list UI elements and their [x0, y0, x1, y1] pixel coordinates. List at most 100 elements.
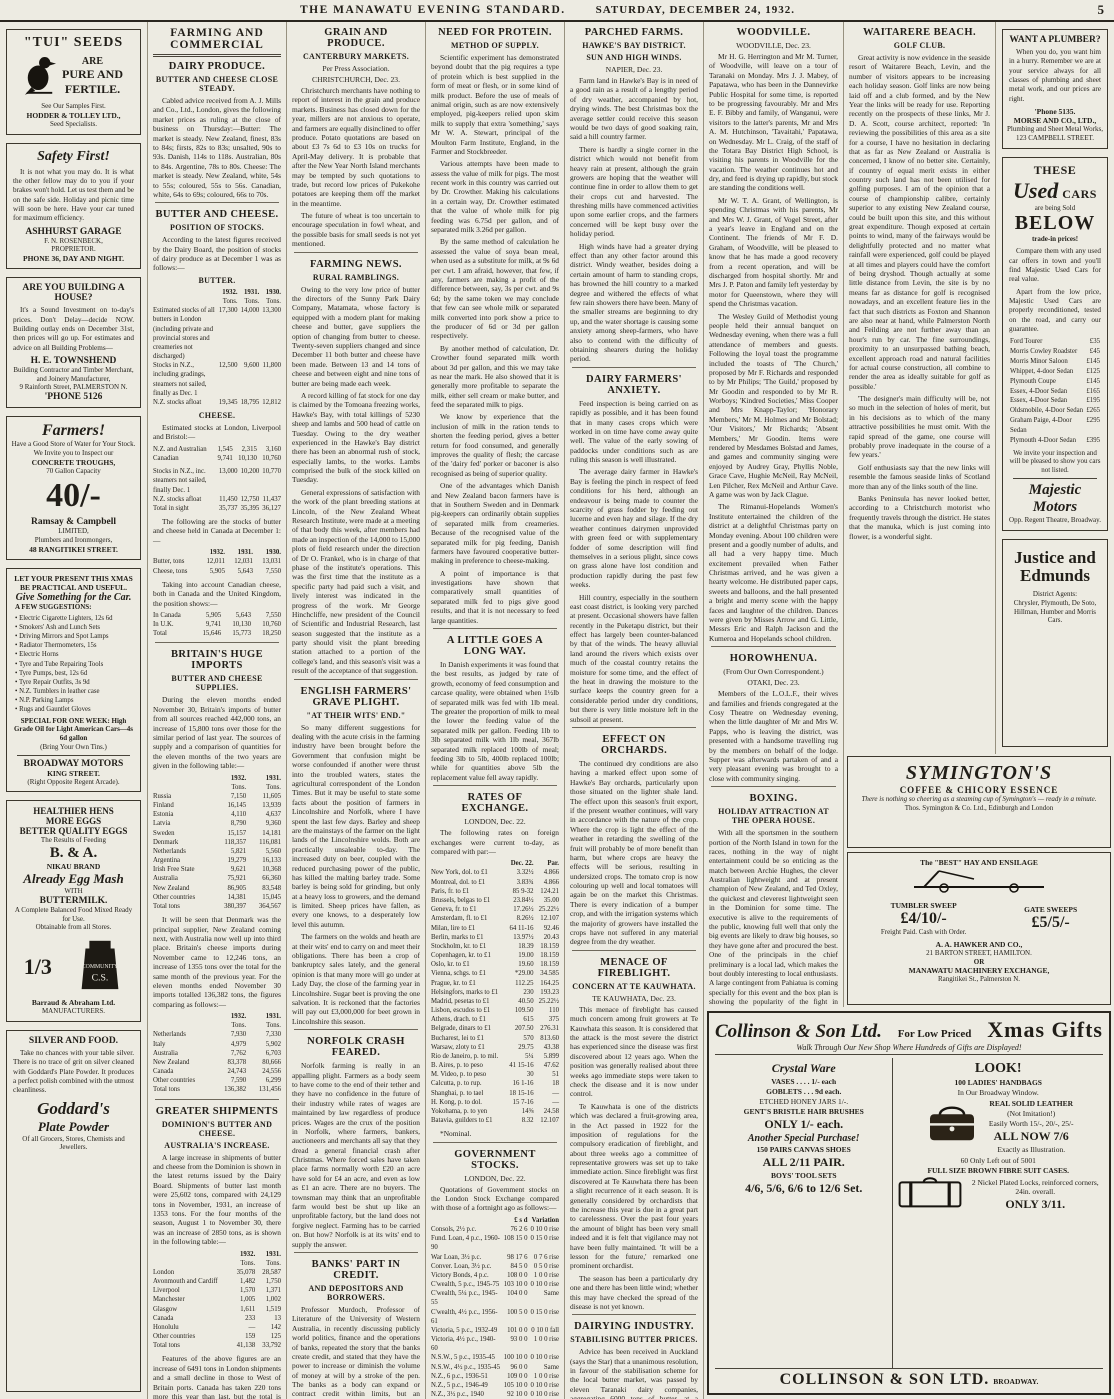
- want-plumber-heading: WANT A PLUMBER?: [1009, 35, 1101, 45]
- collinson-footer-name: COLLINSON & SON LTD.: [779, 1371, 990, 1388]
- article-paragraph: In Danish experiments it was found that …: [431, 660, 559, 782]
- egg-line-1: HEALTHIER HENS: [33, 806, 114, 817]
- used-car-price: £145: [1086, 377, 1100, 385]
- gift-suggestion-item: Tyre and Tube Repairing Tools: [15, 660, 132, 669]
- used-cars-below: BELOW: [1014, 212, 1096, 235]
- article-paragraph: Members of the L.O.L.F., their wives and…: [709, 689, 838, 783]
- article-headline: GOVERNMENT STOCKS.: [433, 1141, 557, 1171]
- canvas-shoes-line: 150 PAIRS CANVAS SHOES: [756, 1145, 851, 1154]
- article-subhead: AND DEPOSITORS AND BORROWERS.: [308, 1283, 404, 1302]
- article-paragraph: Taking into account Canadian cheese, bot…: [153, 579, 281, 608]
- article-paragraph: Norfolk farming is really in an appallin…: [292, 1061, 420, 1249]
- tui-pure: PURE AND: [61, 67, 123, 81]
- used-car-model: Essex, 4-Door Sedan: [1010, 387, 1068, 395]
- garage-phone: PHONE 36, DAY AND NIGHT.: [23, 254, 124, 264]
- goddards-product: Plate Powder: [37, 1118, 110, 1134]
- honey-jars-line: ETCHED HONEY JARS 1/-.: [759, 1097, 849, 1106]
- article-paragraph: The future of wheat is too uncertain to …: [292, 211, 420, 249]
- bag-label-line2: C.S.: [92, 973, 109, 984]
- exactly-as-illustration: Exactly as Illustration.: [997, 1145, 1066, 1154]
- egg-manufacturer: Barraud & Abraham Ltd.: [31, 998, 116, 1008]
- article-paragraph: The following are the stocks of butter a…: [153, 517, 281, 545]
- silver-food-body: Take no chances with your table silver. …: [13, 1048, 134, 1095]
- used-car-model: Morris Minor Saloon: [1010, 358, 1068, 366]
- article-headline: WOODVILLE.: [736, 27, 811, 38]
- article-subhead: CONCERN AT TE KAUWHATA.: [572, 981, 696, 991]
- dateline: CHRISTCHURCH, Dec. 23.: [312, 75, 400, 84]
- gate-sweeps-price: £5/5/-: [1031, 914, 1070, 932]
- article-headline: FARMING NEWS.: [294, 251, 418, 270]
- article-paragraph: Feed inspection is being carried on as r…: [570, 398, 698, 465]
- garage-proprietor-2: PROPRIETOR.: [51, 245, 96, 254]
- tui-samples: See Our Samples First.: [41, 102, 106, 110]
- article-subhead: CANTERBURY MARKETS.: [302, 52, 410, 61]
- symingtons-footer: Thos. Symington & Co. Ltd., Edinburgh an…: [904, 803, 1054, 812]
- article-subhead: GOLF CLUB.: [893, 41, 946, 50]
- used-car-price: £295: [1086, 417, 1100, 425]
- article-paragraph: A point of importance is that investigat…: [431, 568, 559, 625]
- article-paragraph: One of the advantages which Danish and N…: [431, 481, 559, 566]
- egg-price: 1/3: [23, 953, 52, 979]
- article-paragraph: Owing to the very low price of butter th…: [292, 284, 420, 388]
- building-house-body: It's a Sound Investment on to-day's pric…: [13, 306, 134, 352]
- broadway-motors-name: BROADWAY MOTORS: [23, 758, 124, 769]
- article-paragraph: Various attempts have been made to asses…: [431, 159, 559, 235]
- column-4-protein-markets: NEED FOR PROTEIN.METHOD OF SUPPLY.Scient…: [426, 22, 565, 1399]
- article-paragraph: Mr W. T. A. Grant, of Wellington, is spe…: [709, 195, 838, 309]
- gift-suggestion-item: Driving Mirrors and Spot Lamps: [15, 632, 132, 641]
- article-paragraph: Estimated stocks at London, Liverpool an…: [153, 423, 281, 442]
- egg-with: WITH: [64, 887, 83, 896]
- article-headline: HOROWHENUA.: [711, 646, 836, 664]
- look-heading: LOOK!: [974, 1061, 1022, 1076]
- gift-suggestion-item: Electric Horns: [15, 650, 132, 659]
- gift-suggestions-list: Electric Cigarette Lighters, 12s 6dSmoke…: [15, 614, 132, 715]
- tool-sets-line: BOYS' TOOL SETS: [770, 1171, 837, 1180]
- used-car-model: Plymouth 4-Door Sedan: [1010, 436, 1077, 444]
- used-cars-line1: are being Sold: [1034, 203, 1076, 212]
- real-leather-line: REAL SOLID LEATHER: [989, 1099, 1074, 1108]
- article-headline: PARCHED FARMS.: [584, 27, 684, 38]
- article-headline: DAIRY FARMERS' ANXIETY.: [572, 366, 696, 396]
- farmers-line2: We Invite you to Inspect our: [33, 448, 114, 457]
- hawker-firm-address: 21 BARTON STREET, HAMILTON.: [926, 948, 1032, 957]
- article-paragraph: The Rimanui-Hopelands Women's Institute …: [709, 502, 838, 643]
- tumbler-sweep-note: Freight Paid. Cash with Order.: [880, 928, 967, 936]
- builder-phone: 'PHONE 5126: [44, 392, 103, 403]
- egg-description: A Complete Balanced Food Mixed Ready for…: [14, 905, 133, 923]
- crystal-ware-heading: Crystal Ware: [771, 1061, 836, 1075]
- egg-stores: Obtainable from all Stores.: [35, 923, 112, 932]
- paper-title: THE MANAWATU EVENING STANDARD.: [300, 4, 566, 16]
- morse-trade: Plumbing and Sheet Metal Works,: [1007, 125, 1103, 134]
- article-headline: WAITARERE BEACH.: [863, 27, 976, 38]
- suitcases-detail: 2 Nickel Plated Locks, reinforced corner…: [971, 1177, 1099, 1196]
- dateline: (From Our Own Correspondent.): [723, 667, 824, 677]
- used-car-row: Oldsmobile, 4-Door Sedan £265: [1010, 406, 1100, 416]
- gift-suggestion-item: N.Z. Tumblers in leather case: [15, 687, 132, 696]
- used-cars-intro2: Apart from the low price, Majestic Used …: [1009, 287, 1101, 334]
- article-paragraph: *Nominal.: [440, 1129, 472, 1139]
- article-paragraph: A large increase in shipments of butter …: [153, 1152, 281, 1247]
- used-cars-word: CARS: [1062, 186, 1097, 201]
- dateline: LONDON, Dec. 22.: [464, 1173, 526, 1183]
- article-paragraph: Features of the above figures are an inc…: [153, 1354, 281, 1399]
- used-car-row: Morris Minor Saloon £145: [1010, 357, 1100, 367]
- article-subhead: HOLIDAY ATTRACTION AT THE OPERA HOUSE.: [718, 807, 829, 826]
- used-car-row: Essex, 4-Door Sedan £195: [1010, 396, 1100, 406]
- article-paragraph: Farm land in Hawke's Bay is in need of a…: [570, 76, 698, 142]
- egg-line-3: BETTER QUALITY EGGS: [19, 826, 128, 837]
- figures-table: 1932.1931.1930.Tons.Tons.Tons.Estimated …: [153, 288, 281, 406]
- gift-suggestion-item: Radiator Thermometers, 15s: [15, 641, 132, 650]
- tui-bird-icon: [24, 53, 56, 100]
- builder-name: H. E. TOWNSHEND: [30, 355, 117, 366]
- article-paragraph: Cabled advice received from A. J. Mills …: [153, 96, 281, 199]
- egg-mash-ad: HEALTHIER HENS MORE EGGS BETTER QUALITY …: [6, 800, 141, 1022]
- xmas-bring-tins: (Bring Your Own Tins.): [40, 742, 107, 751]
- article-subhead: CHEESE.: [198, 411, 236, 421]
- article-subhead: BUTTER AND CHEESE CLOSE STEADY.: [155, 75, 279, 93]
- used-car-price: £125: [1086, 367, 1100, 375]
- bag-label-line1: COMMUNITY: [82, 964, 119, 970]
- dateline: Per Press Association.: [322, 64, 390, 73]
